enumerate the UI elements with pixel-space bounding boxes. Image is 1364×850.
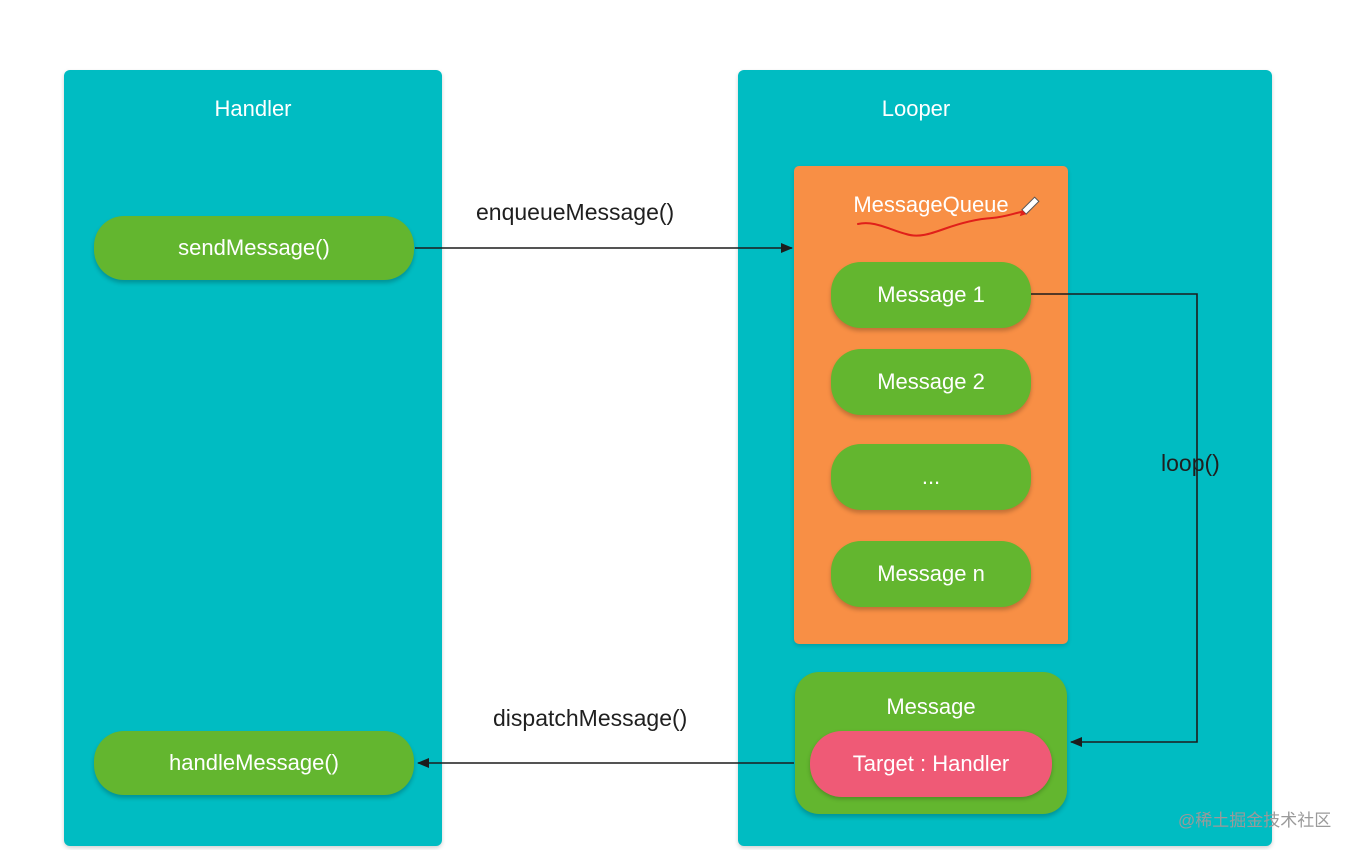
send-message-node: sendMessage() [94, 216, 414, 280]
watermark: @稀土掘金技术社区 [1178, 811, 1332, 830]
queue-message-item: Message 1 [831, 262, 1031, 328]
dispatch-label: dispatchMessage() [493, 705, 688, 731]
target-handler-node: Target : Handler [810, 731, 1052, 797]
pencil-icon [1019, 196, 1040, 217]
message-queue-title: MessageQueue [853, 192, 1009, 217]
queue-message-item: Message 2 [831, 349, 1031, 415]
queue-message-item: ... [831, 444, 1031, 510]
loop-label: loop() [1159, 450, 1222, 477]
current-message-title: Message [886, 694, 976, 719]
handle-message-node: handleMessage() [94, 731, 414, 795]
looper-title: Looper [881, 96, 951, 121]
enqueue-label: enqueueMessage() [476, 199, 675, 225]
queue-message-item: Message n [831, 541, 1031, 607]
handler-panel: Handler [64, 70, 442, 846]
annotation-underline [857, 211, 1022, 237]
loop-arrow [1031, 293, 1198, 747]
handler-title: Handler [214, 96, 292, 121]
